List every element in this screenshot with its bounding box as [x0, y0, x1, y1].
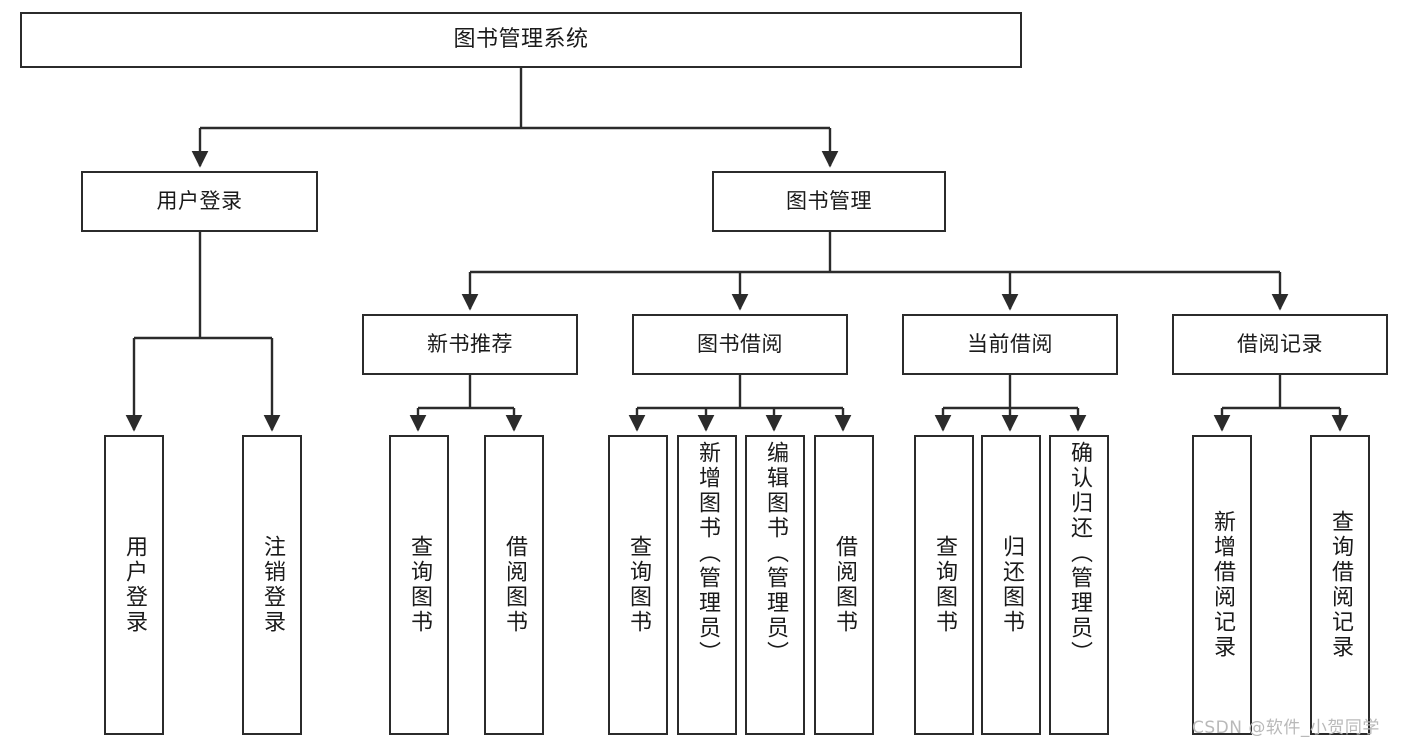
- watermark: CSDN @软件_小贺同学: [1192, 718, 1380, 738]
- node-leaf-query-borrow-record[interactable]: 查询借阅记录: [1310, 435, 1370, 735]
- node-leaf-query-book[interactable]: 查询图书: [608, 435, 668, 735]
- node-label: 图书管理系统: [453, 27, 589, 53]
- node-leaf-logout[interactable]: 注销登录: [242, 435, 302, 735]
- node-leaf-query-book-current[interactable]: 查询图书: [914, 435, 974, 735]
- node-leaf-confirm-return-admin[interactable]: 确认归还（管理员）: [1049, 435, 1109, 735]
- node-label: 编辑图书（管理员）: [763, 441, 788, 666]
- node-label: 用户登录: [156, 189, 243, 214]
- node-label: 图书管理: [786, 189, 872, 214]
- node-current-borrow[interactable]: 当前借阅: [902, 314, 1118, 375]
- node-label: 查询图书: [626, 535, 651, 635]
- node-label: 借阅图书: [832, 535, 857, 635]
- node-book-borrow[interactable]: 图书借阅: [632, 314, 848, 375]
- node-label: 当前借阅: [967, 332, 1053, 357]
- node-label: 查询图书: [407, 535, 432, 635]
- node-user-login[interactable]: 用户登录: [81, 171, 318, 232]
- node-leaf-edit-book-admin[interactable]: 编辑图书（管理员）: [745, 435, 805, 735]
- node-label: 归还图书: [999, 535, 1024, 635]
- node-leaf-add-borrow-record[interactable]: 新增借阅记录: [1192, 435, 1252, 735]
- node-book-management[interactable]: 图书管理: [712, 171, 946, 232]
- node-leaf-add-book-admin[interactable]: 新增图书（管理员）: [677, 435, 737, 735]
- node-label: 新书推荐: [427, 332, 513, 357]
- node-leaf-user-login[interactable]: 用户登录: [104, 435, 164, 735]
- node-leaf-borrow-book-recommend[interactable]: 借阅图书: [484, 435, 544, 735]
- node-borrow-records[interactable]: 借阅记录: [1172, 314, 1388, 375]
- node-label: 新增图书（管理员）: [695, 441, 720, 666]
- node-label: 图书借阅: [697, 332, 783, 357]
- node-label: 借阅记录: [1237, 332, 1323, 357]
- node-leaf-borrow-book[interactable]: 借阅图书: [814, 435, 874, 735]
- node-label: 查询借阅记录: [1328, 510, 1353, 660]
- node-label: 确认归还（管理员）: [1067, 441, 1092, 666]
- node-new-book-recommend[interactable]: 新书推荐: [362, 314, 578, 375]
- node-label: 注销登录: [260, 535, 285, 635]
- node-label: 用户登录: [122, 535, 147, 635]
- node-root-system[interactable]: 图书管理系统: [20, 12, 1022, 68]
- node-label: 新增借阅记录: [1210, 510, 1235, 660]
- node-leaf-return-book[interactable]: 归还图书: [981, 435, 1041, 735]
- node-label: 查询图书: [932, 535, 957, 635]
- node-label: 借阅图书: [502, 535, 527, 635]
- node-leaf-query-book-recommend[interactable]: 查询图书: [389, 435, 449, 735]
